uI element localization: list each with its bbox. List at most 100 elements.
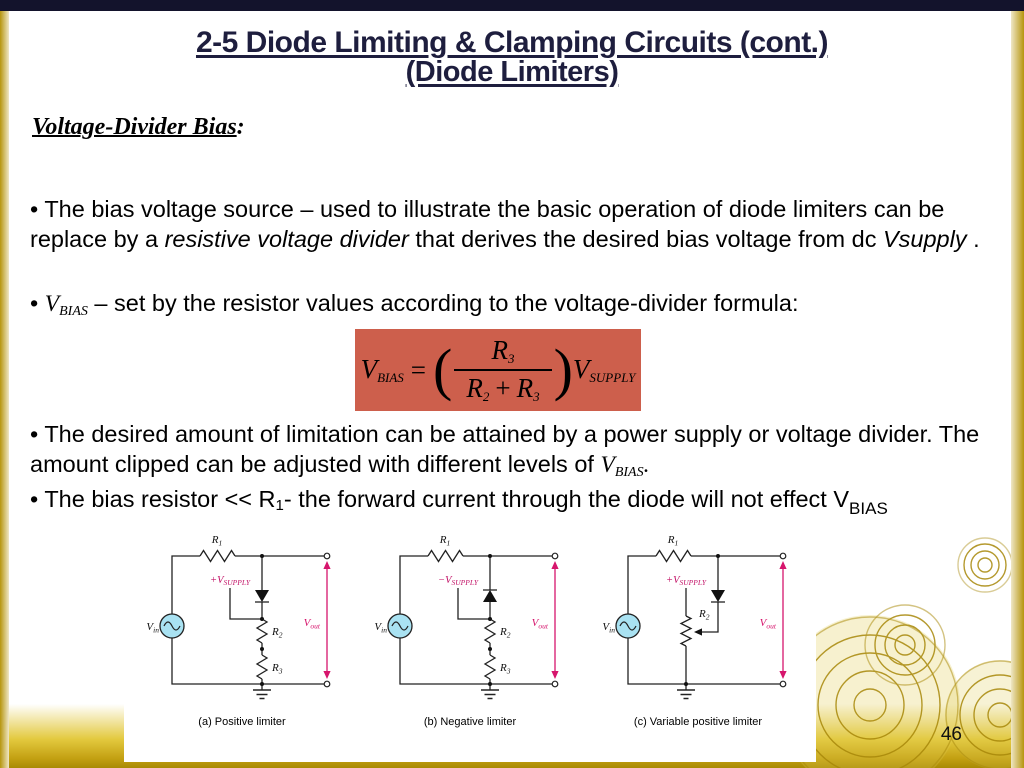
ripple-decoration xyxy=(780,537,1024,768)
circuit-variable-positive-limiter: Vin R1 +VSUPPLY R2 Vout (c) Variable pos… xyxy=(598,526,798,762)
output-terminal-top xyxy=(323,552,331,560)
r3-sub: 3 xyxy=(506,667,511,676)
vin-sub: in xyxy=(381,626,387,635)
r2-base: R xyxy=(271,626,279,638)
circuit-positive-limiter: Vin R1 +VSUPPLY R2 R3 Vout (a) Positive … xyxy=(142,526,342,762)
r1-base: R xyxy=(211,534,219,546)
r3-symbol: R xyxy=(491,335,508,365)
r2-base: R xyxy=(698,608,706,620)
r2-base: R xyxy=(499,626,507,638)
output-terminal-bottom xyxy=(551,680,559,688)
r2-sub: 2 xyxy=(482,389,490,404)
denominator: R2+R3 xyxy=(454,369,552,405)
r2-sub: 2 xyxy=(279,631,283,640)
supply-sub: SUPPLY xyxy=(223,578,250,587)
vout-base: V xyxy=(760,617,768,629)
vout-label: Vout xyxy=(532,617,549,631)
r2-symbol: R xyxy=(466,373,483,403)
r1-label: R1 xyxy=(211,534,222,548)
ripple-small xyxy=(957,537,1013,593)
equals-sign: = xyxy=(410,354,427,385)
top-bar xyxy=(0,0,1024,11)
text-segment-italic: Vsupply xyxy=(882,226,967,252)
text-segment: • The bias resistor << R xyxy=(30,486,276,512)
r1-label: R1 xyxy=(667,534,678,548)
text-segment: . xyxy=(966,226,980,252)
vbias-subscript: BIAS xyxy=(59,304,88,319)
resistor-r1 xyxy=(427,549,464,563)
bullet-4: • The bias resistor << R1- the forward c… xyxy=(30,484,1020,524)
vbias-symbol: V xyxy=(44,291,60,317)
vin-base: V xyxy=(374,621,382,633)
formula-v-sub: BIAS xyxy=(377,370,404,385)
positive-limiter-diagram: Vin R1 +VSUPPLY R2 R3 Vout xyxy=(146,534,331,700)
r2-label: R2 xyxy=(698,608,710,622)
resistor-r3 xyxy=(483,654,497,680)
r3-symbol2: R xyxy=(516,373,534,403)
supply-base: +V xyxy=(210,575,225,586)
ground-icon xyxy=(677,689,695,700)
junction-dots xyxy=(684,554,720,686)
formula-lhs: VBIAS xyxy=(361,354,404,386)
vout-label: Vout xyxy=(304,617,321,631)
resistor-r1 xyxy=(199,549,236,563)
resistor-r2 xyxy=(483,618,497,644)
vout-sub: out xyxy=(310,622,321,631)
numerator: R3 xyxy=(454,335,551,369)
r3-label: R3 xyxy=(271,662,283,676)
bullet-3: • The desired amount of limitation can b… xyxy=(30,419,998,488)
text-segment: – set by the resistor values according t… xyxy=(87,290,799,316)
text-segment: • The bias voltage source – used to illu… xyxy=(30,196,945,252)
output-terminal-top xyxy=(779,552,787,560)
supply-base: +V xyxy=(666,575,681,586)
diode-icon xyxy=(483,589,497,602)
vout-sub: out xyxy=(766,622,777,631)
ac-source-icon xyxy=(159,613,185,639)
ground-icon xyxy=(253,689,271,700)
wiper-arrow xyxy=(694,628,702,636)
resistor-r2 xyxy=(255,618,269,644)
text-segment: • The desired amount of limitation can b… xyxy=(30,421,980,477)
vin-label: Vin xyxy=(146,621,159,635)
vout-arrow xyxy=(323,561,331,679)
supply-label: +VSUPPLY xyxy=(666,575,707,587)
caption-b: (b) Negative limiter xyxy=(423,716,517,728)
heading-text: Voltage-Divider Bias xyxy=(32,114,237,140)
output-terminal-top xyxy=(551,552,559,560)
negative-limiter-diagram: Vin R1 −VSUPPLY R2 R3 Vout xyxy=(374,534,559,700)
r3-sub: 3 xyxy=(278,667,283,676)
caption-a: (a) Positive limiter xyxy=(198,716,286,728)
diode-icon xyxy=(255,590,269,603)
text-segment-italic: resistive voltage divider xyxy=(164,226,409,252)
vout-base: V xyxy=(532,617,540,629)
right-gold-border xyxy=(1011,11,1024,768)
r3-sub: 3 xyxy=(507,351,515,366)
output-terminal-bottom xyxy=(323,680,331,688)
diode-icon xyxy=(711,590,725,603)
heading-colon: : xyxy=(236,114,245,140)
text-segment: - the forward current through the diode … xyxy=(283,486,850,512)
r3-base: R xyxy=(271,662,279,674)
close-paren: ) xyxy=(553,337,573,402)
r1-sub: 1 xyxy=(218,539,222,548)
circuit-negative-limiter: Vin R1 −VSUPPLY R2 R3 Vout (b) Negative … xyxy=(370,526,570,762)
text-segment: • xyxy=(30,290,45,316)
output-terminal-bottom xyxy=(779,680,787,688)
supply-label: −VSUPPLY xyxy=(438,575,479,587)
junction-dots xyxy=(488,554,492,686)
ground-icon xyxy=(481,689,499,700)
formula-vsupply-sub: SUPPLY xyxy=(589,370,636,385)
slide-title: 2-5 Diode Limiting & Clamping Circuits (… xyxy=(0,26,1024,87)
r1-base: R xyxy=(667,534,675,546)
text-segment: that derives the desired bias voltage fr… xyxy=(408,226,883,252)
junction-dots xyxy=(260,554,264,686)
vin-sub: in xyxy=(153,626,159,635)
variable-positive-limiter-diagram: Vin R1 +VSUPPLY R2 Vout xyxy=(602,534,787,700)
r3-base: R xyxy=(499,662,507,674)
resistor-r3 xyxy=(255,654,269,680)
vin-base: V xyxy=(602,621,610,633)
supply-sub: SUPPLY xyxy=(679,578,706,587)
r2-label: R2 xyxy=(271,626,283,640)
vout-sub: out xyxy=(538,622,549,631)
title-line1: 2-5 Diode Limiting & Clamping Circuits (… xyxy=(195,26,829,59)
